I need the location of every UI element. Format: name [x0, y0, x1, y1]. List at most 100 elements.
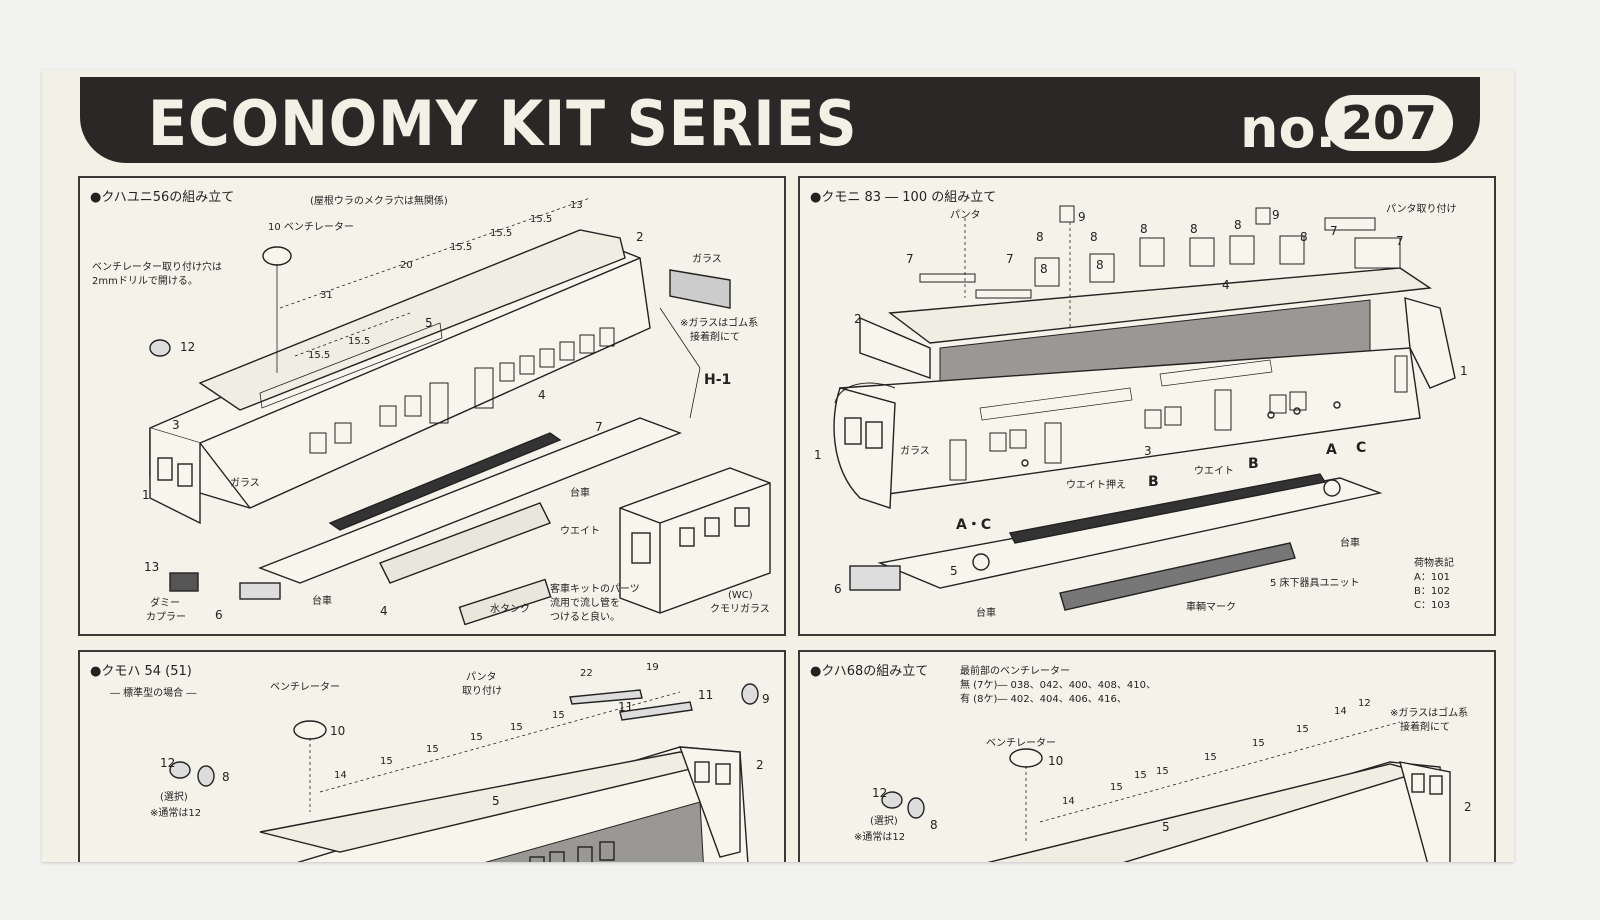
panel-title: ●クモニ 83 ― 100 の組み立て — [810, 190, 997, 205]
car-mark-label: 車輌マーク — [1186, 602, 1236, 613]
letter-a: A — [1326, 442, 1337, 458]
weight-press-label: ウエイト押え — [1066, 480, 1126, 491]
dim-15-f: 15 — [1134, 770, 1147, 781]
part-3: 3 — [172, 418, 180, 432]
panel-title: ●クハ68の組み立て — [810, 664, 929, 679]
standard-subtitle: ― 標準型の場合 ― — [110, 688, 197, 699]
part-2: 2 — [636, 230, 644, 244]
header-banner: ECONOMY KIT SERIES no. 207 — [80, 77, 1480, 163]
part-8-c: 8 — [1140, 222, 1148, 236]
part-10: 10 — [1048, 754, 1064, 768]
wc-label: (WC) — [728, 590, 753, 601]
dim-15-d: 15 — [1156, 766, 1169, 777]
part-2: 2 — [756, 758, 764, 772]
daisha-label-2: 台車 — [312, 596, 332, 607]
ventilator-label: ベンチレーター — [986, 738, 1056, 749]
kuha68-drawing — [881, 721, 1451, 862]
part-7-a: 7 — [906, 252, 914, 266]
part-8: 8 — [222, 770, 230, 784]
part-11-a: 11 — [618, 700, 634, 714]
reuse-note-3: つけると良い。 — [550, 612, 620, 623]
cargo-title: 荷物表記 — [1414, 558, 1454, 569]
weight-label: ウエイト — [1194, 466, 1234, 477]
instruction-sheet: ECONOMY KIT SERIES no. 207 ●クハユニ56の組み立て — [42, 70, 1514, 862]
part-10: 10 — [330, 724, 346, 738]
dim-13: 13 — [570, 200, 583, 211]
glass-note-2: 接着剤にて — [1400, 722, 1450, 733]
part-12: 12 — [872, 786, 888, 800]
part-8-h: 8 — [1040, 262, 1048, 276]
part-5: 5 — [1162, 820, 1170, 834]
panel-title: ●クハユニ56の組み立て — [90, 190, 235, 205]
daisha-label: 台車 — [570, 488, 590, 499]
part-7-d: 7 — [1006, 252, 1014, 266]
part-6: 6 — [834, 582, 842, 596]
part-5: 5 — [492, 794, 500, 808]
daisha-label-left: 台車 — [976, 608, 996, 619]
dummy-coupler-2: カプラー — [146, 612, 186, 623]
select-label: (選択) — [160, 792, 188, 803]
part-8-e: 8 — [1234, 218, 1242, 232]
yes-line: 有 (8ケ)― 402、404、406、416、 — [960, 694, 1127, 705]
part-h1: H-1 — [704, 372, 732, 388]
glass-label: ガラス — [692, 254, 722, 265]
letter-c: C — [1356, 440, 1367, 456]
dim-15-5-d: 15.5 — [308, 350, 331, 361]
part-5: 5 — [425, 316, 433, 330]
panta-label: パンタ — [950, 210, 981, 221]
cargo-a: A：101 — [1414, 572, 1450, 583]
dim-15-c: 15 — [470, 732, 483, 743]
part-1: 1 — [142, 488, 150, 502]
part-5: 5 — [950, 564, 958, 578]
part-6: 6 — [215, 608, 223, 622]
front-vent-label: 最前部のベンチレーター — [960, 666, 1070, 677]
letter-ac: A・C — [956, 517, 992, 533]
kit-number-prefix: no. — [1240, 97, 1337, 160]
glass-note-2: 接着剤にて — [690, 332, 740, 343]
glass-note-1: ※ガラスはゴム系 — [1390, 708, 1469, 719]
cargo-c: C：103 — [1414, 600, 1451, 611]
part-8-g: 8 — [1096, 258, 1104, 272]
part-7: 7 — [595, 420, 603, 434]
part-13: 13 — [144, 560, 160, 574]
glass-note-1: ※ガラスはゴム系 — [680, 318, 759, 329]
part-1-right: 1 — [1460, 364, 1468, 378]
part-4-lower: 4 — [380, 604, 388, 618]
part-11-b: 11 — [698, 688, 714, 702]
panel-kuhayuni56: ●クハユニ56の組み立て — [78, 176, 786, 636]
usual-note: ※通常は12 — [150, 808, 202, 819]
part-8-b: 8 — [1090, 230, 1098, 244]
part-9-a: 9 — [1078, 210, 1086, 224]
series-title: ECONOMY KIT SERIES — [148, 87, 858, 160]
dim-20: 20 — [400, 260, 413, 271]
panel-kuha68: ●クハ68の組み立て 最前部のベンチレーター 無 (7ケ)― 038、042、4… — [798, 650, 1496, 862]
kumoni83-drawing — [833, 205, 1456, 611]
dim-15-e: 15 — [1110, 782, 1123, 793]
dim-14-a: 14 — [1334, 706, 1347, 717]
part-8-f: 8 — [1300, 230, 1308, 244]
panta-mount-label: パンタ取り付け — [1386, 204, 1457, 215]
vent-hole-note-1: ベンチレーター取り付け穴は — [92, 262, 222, 273]
dim-15-5-a: 15.5 — [530, 214, 553, 225]
glass-side-label: ガラス — [230, 478, 260, 489]
dim-14-b: 14 — [1062, 796, 1075, 807]
part-7-b: 7 — [1330, 224, 1338, 238]
dim-15-c: 15 — [1204, 752, 1217, 763]
glass-label: ガラス — [900, 446, 930, 457]
water-tank: 水タンク — [490, 604, 530, 615]
panta-label: パンタ — [466, 672, 497, 683]
part-4: 4 — [1222, 278, 1230, 292]
reuse-note-1: 客車キットのパーツ — [550, 584, 640, 595]
part-4-upper: 4 — [538, 388, 546, 402]
dim-15-5-e: 15.5 — [348, 336, 371, 347]
dim-15-a: 15 — [1296, 724, 1309, 735]
dummy-coupler-1: ダミー — [150, 598, 180, 609]
part-2: 2 — [854, 312, 862, 326]
part-8: 8 — [930, 818, 938, 832]
part-1-left: 1 — [814, 448, 822, 462]
part-9: 9 — [762, 692, 770, 706]
weight-label: ウエイト — [560, 526, 600, 537]
dim-12: 12 — [1358, 698, 1371, 709]
ventilator-label: 10 ベンチレーター — [268, 222, 354, 233]
letter-b-1: B — [1148, 474, 1159, 490]
